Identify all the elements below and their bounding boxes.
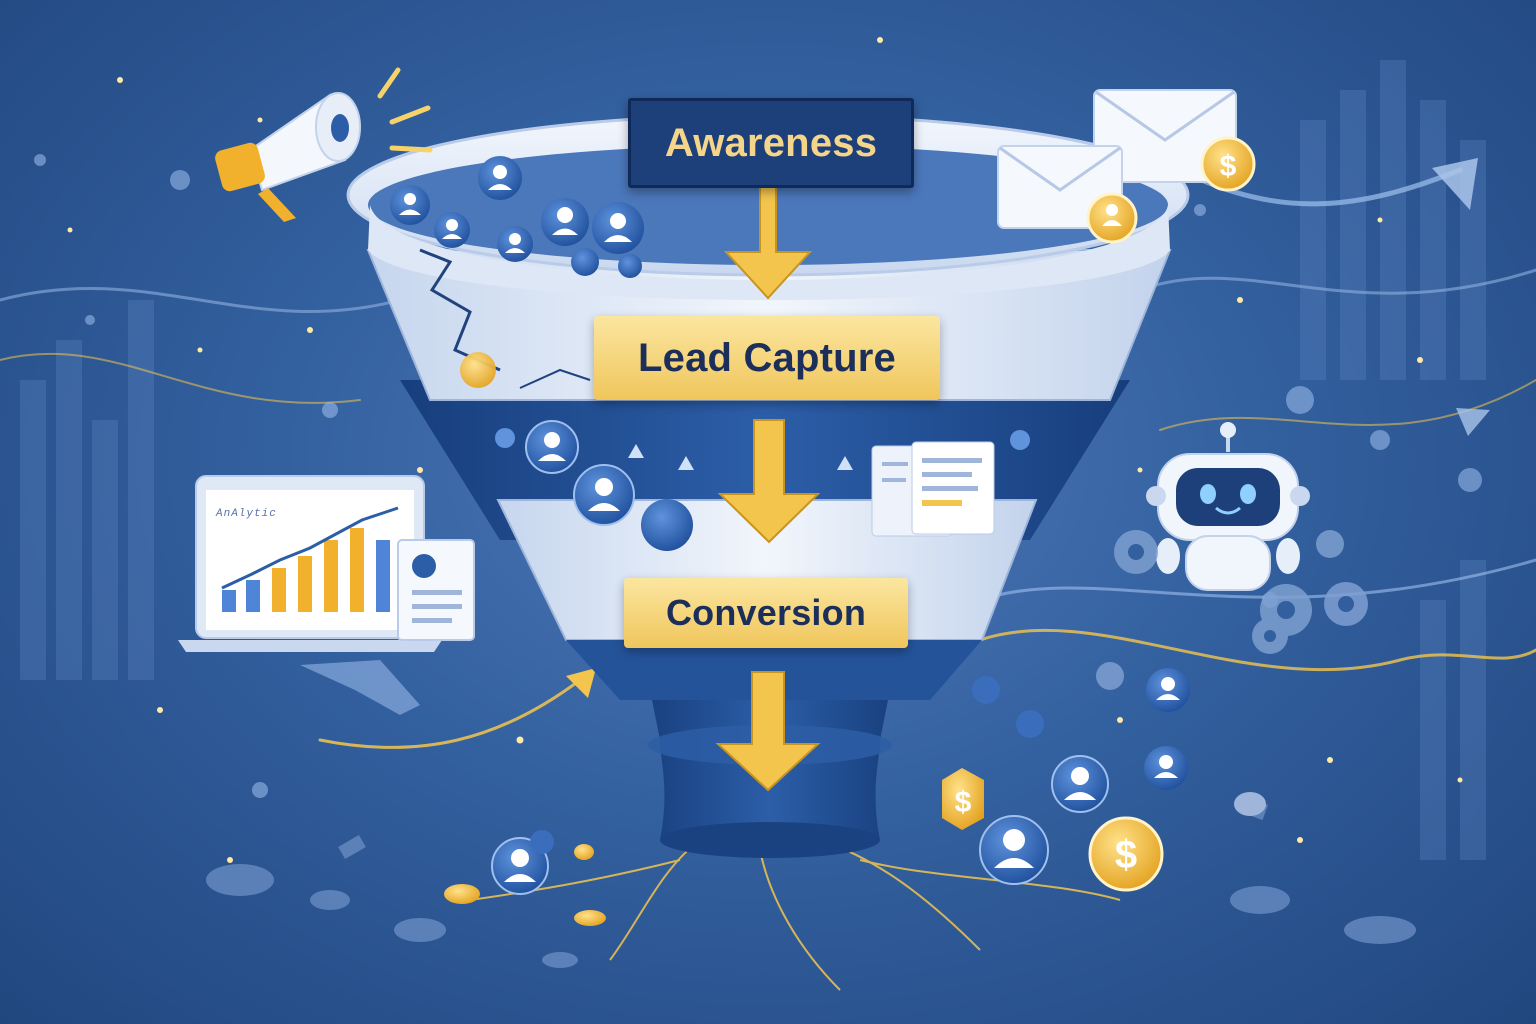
arrow-awareness-to-lead — [723, 181, 813, 300]
user-icon — [434, 212, 470, 248]
background-bars — [20, 60, 1486, 860]
document-icon — [871, 441, 995, 537]
laptop-chart-icon — [178, 475, 475, 652]
svg-text:$: $ — [1220, 150, 1237, 183]
user-icon — [592, 202, 644, 254]
arrow-lead-to-conversion — [717, 419, 821, 544]
analytics-panel-title: AnAlytic — [216, 508, 277, 520]
robot-icon — [1146, 422, 1310, 591]
flow-arrows — [715, 181, 821, 792]
user-icon — [1146, 668, 1190, 712]
sparkles — [67, 37, 1463, 863]
user-icon — [390, 185, 430, 225]
svg-text:$: $ — [1115, 833, 1137, 877]
user-icons-middle — [495, 420, 1030, 551]
user-icon — [497, 226, 533, 262]
coin-icon: $ — [1200, 136, 1256, 192]
user-icon — [491, 837, 549, 895]
stage-conversion-label: Conversion — [624, 578, 908, 648]
user-icons-top — [390, 156, 644, 278]
user-icon — [525, 420, 579, 474]
trend-arrow-icon — [300, 158, 1490, 715]
envelope-icon — [1093, 89, 1237, 183]
gear-icon — [1096, 530, 1368, 690]
user-icon — [573, 464, 635, 526]
user-icon — [618, 254, 642, 278]
stage-awareness-label: Awareness — [628, 98, 914, 188]
megaphone-icon — [215, 67, 433, 222]
user-icon — [641, 499, 693, 551]
coin-icon: $ — [1088, 816, 1164, 892]
stage-lead-capture-label: Lead Capture — [594, 316, 940, 400]
glow-orb — [460, 352, 496, 388]
user-icon — [1144, 746, 1188, 790]
user-icon — [478, 156, 522, 200]
svg-text:$: $ — [955, 786, 972, 819]
user-icon — [541, 198, 589, 246]
rocks — [206, 796, 1416, 968]
coin-icon: $ — [942, 768, 984, 830]
coin-stack — [444, 844, 606, 926]
user-icon — [1051, 755, 1109, 813]
user-icon — [979, 815, 1049, 885]
coin-icon — [1086, 192, 1138, 244]
arrow-conversion-to-base — [715, 671, 821, 792]
user-icon — [571, 248, 599, 276]
user-icons-bottom — [491, 668, 1266, 895]
